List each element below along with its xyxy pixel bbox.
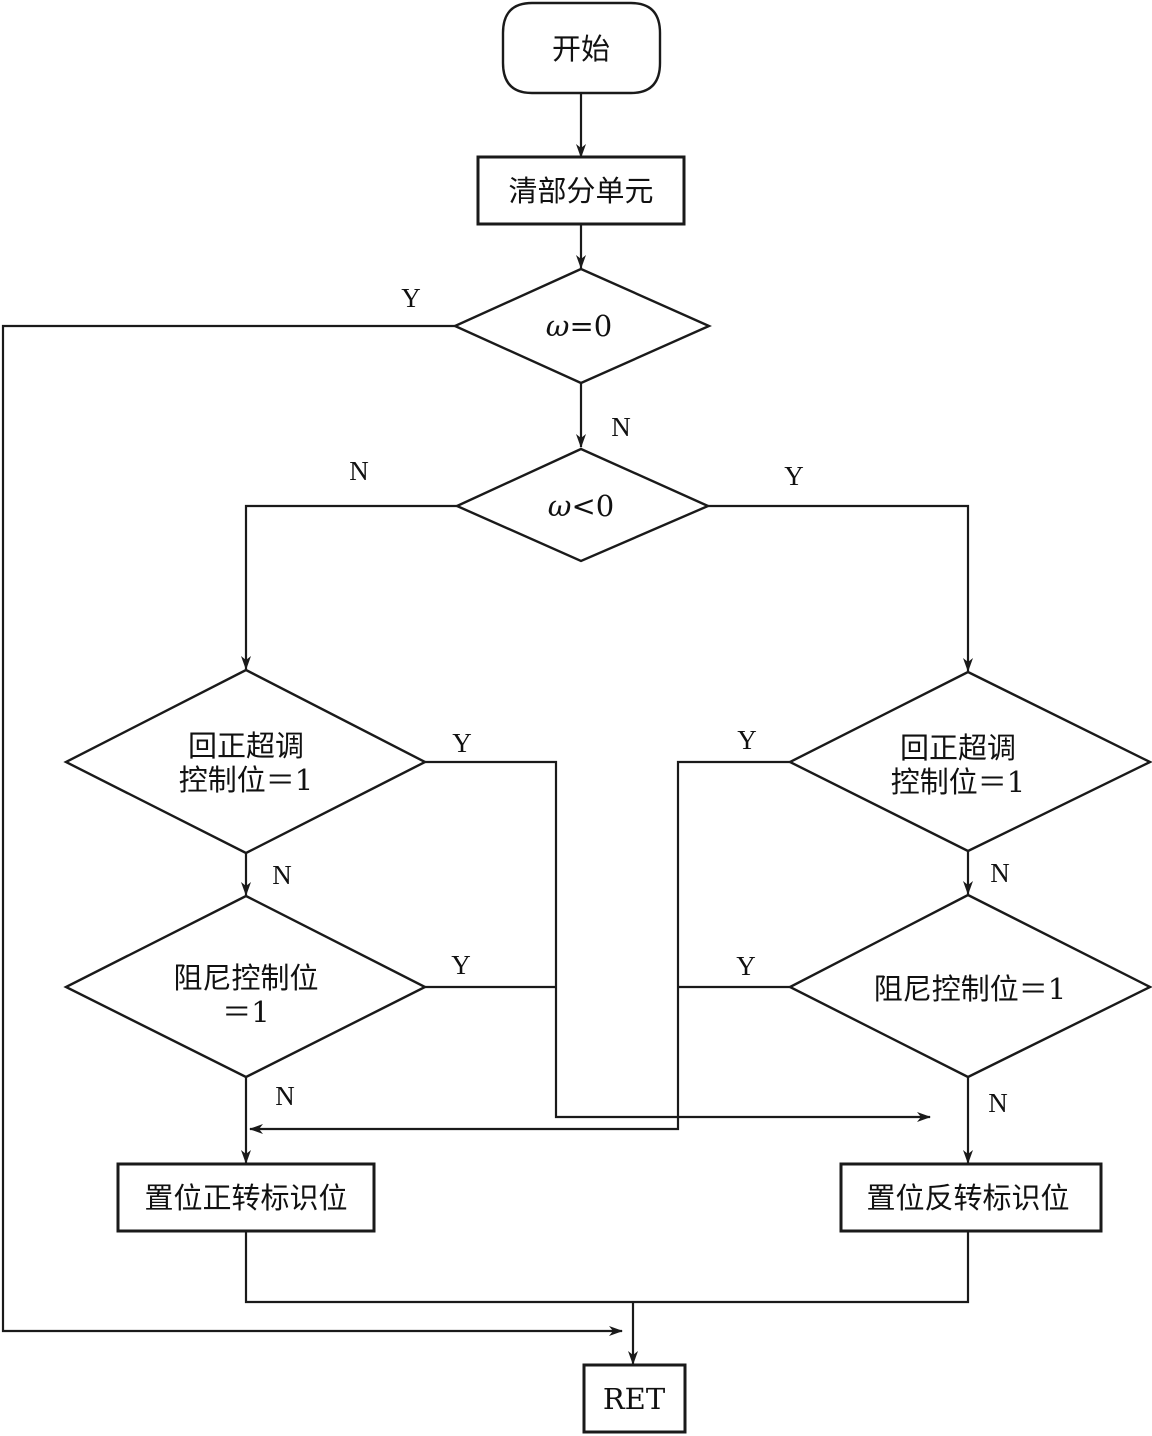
forward-node: 置位正转标识位 bbox=[116, 1162, 376, 1233]
forward-box bbox=[116, 1162, 376, 1233]
branch-labels: Y N N Y Y N Y N Y N Y N bbox=[272, 283, 1010, 1118]
zero-condition: ω=0 bbox=[546, 309, 612, 343]
edge-neg-yes-to-right bbox=[708, 504, 973, 672]
left-overshoot-diamond bbox=[63, 668, 428, 855]
edge-neg-no-to-left bbox=[241, 504, 457, 670]
clear-label: 清部分单元 bbox=[508, 174, 653, 208]
zero-no-label: N bbox=[611, 412, 631, 442]
negative-decision: ω<0 bbox=[454, 447, 711, 563]
edge-right-overshoot-yes bbox=[249, 760, 790, 1134]
edge-zero-yes-to-ret bbox=[1, 324, 623, 1336]
right-overshoot-no-label: N bbox=[990, 858, 1010, 888]
ret-box bbox=[582, 1363, 687, 1434]
right-overshoot-yes-label: Y bbox=[737, 725, 757, 755]
connectors bbox=[1, 93, 973, 1365]
right-damping-decision: 阻尼控制位＝1 bbox=[787, 893, 1152, 1079]
reverse-box bbox=[839, 1162, 1103, 1233]
right-damping-no-label: N bbox=[988, 1088, 1008, 1118]
negative-no-label: N bbox=[349, 456, 369, 486]
edge-left-overshoot-yes bbox=[425, 760, 931, 1122]
negative-condition: ω<0 bbox=[548, 489, 614, 523]
left-damping-yes-label: Y bbox=[451, 950, 471, 980]
right-overshoot-line2: 控制位＝1 bbox=[891, 765, 1025, 799]
reverse-label: 置位反转标识位 bbox=[866, 1181, 1069, 1215]
right-overshoot-diamond bbox=[787, 670, 1152, 853]
left-damping-no-label: N bbox=[275, 1081, 295, 1111]
left-overshoot-no-label: N bbox=[272, 860, 292, 890]
right-overshoot-line1: 回正超调 bbox=[900, 731, 1016, 765]
start-terminal bbox=[501, 1, 662, 95]
forward-label: 置位正转标识位 bbox=[144, 1181, 347, 1215]
right-overshoot-decision: 回正超调 控制位＝1 bbox=[787, 670, 1152, 853]
ret-node: RET bbox=[582, 1363, 687, 1434]
right-damping-label: 阻尼控制位＝1 bbox=[874, 972, 1066, 1006]
edge-forward-to-merge bbox=[244, 1231, 970, 1304]
right-damping-yes-label: Y bbox=[736, 951, 756, 981]
zero-diamond bbox=[452, 267, 712, 385]
reverse-node: 置位反转标识位 bbox=[839, 1162, 1103, 1233]
left-overshoot-line2: 控制位＝1 bbox=[179, 763, 313, 797]
left-damping-diamond bbox=[63, 894, 428, 1079]
start-label: 开始 bbox=[552, 32, 610, 66]
zero-yes-label: Y bbox=[401, 283, 421, 313]
negative-yes-label: Y bbox=[784, 461, 804, 491]
clear-box bbox=[476, 155, 686, 226]
ret-label: RET bbox=[603, 1382, 666, 1416]
left-damping-decision: 阻尼控制位 ＝1 bbox=[63, 894, 428, 1079]
negative-diamond bbox=[454, 447, 711, 563]
left-overshoot-decision: 回正超调 控制位＝1 bbox=[63, 668, 428, 855]
left-overshoot-yes-label: Y bbox=[452, 728, 472, 758]
zero-decision: ω=0 bbox=[452, 267, 712, 385]
left-damping-line2: ＝1 bbox=[222, 995, 269, 1029]
left-overshoot-line1: 回正超调 bbox=[188, 729, 304, 763]
start-node: 开始 bbox=[501, 1, 662, 95]
clear-node: 清部分单元 bbox=[476, 155, 686, 226]
left-damping-line1: 阻尼控制位 bbox=[173, 961, 318, 995]
right-damping-diamond bbox=[787, 893, 1152, 1079]
